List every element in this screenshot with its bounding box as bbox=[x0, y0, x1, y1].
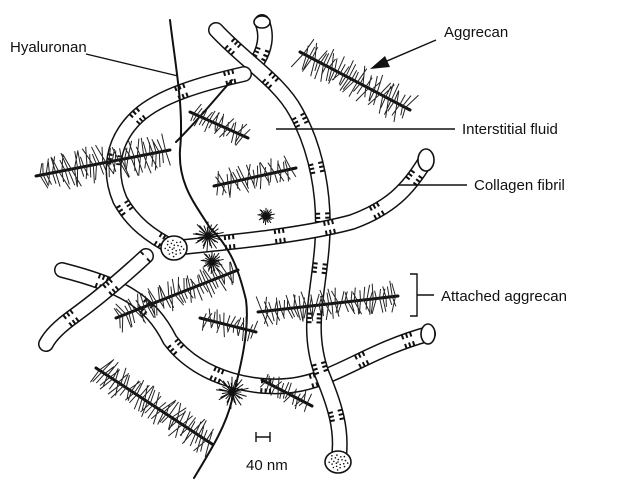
cap-stipple bbox=[331, 458, 333, 460]
arrowhead-aggrecan bbox=[370, 56, 390, 69]
aggrecan-center-upper bbox=[214, 156, 296, 198]
cap-stipple bbox=[337, 469, 339, 471]
scale-bar bbox=[256, 432, 270, 442]
label-interstitial-fluid: Interstitial fluid bbox=[462, 121, 558, 138]
cap-stipple bbox=[338, 459, 340, 461]
cap-stipple bbox=[167, 241, 169, 243]
scale-bar-label: 40 nm bbox=[246, 457, 288, 474]
fibril-end-cap-top bbox=[254, 16, 270, 28]
cap-stipple bbox=[336, 462, 338, 464]
cap-stipple bbox=[171, 243, 173, 245]
node-core bbox=[263, 213, 269, 219]
cap-stipple bbox=[344, 466, 346, 468]
node-upper-right bbox=[258, 208, 275, 225]
node-core bbox=[209, 259, 215, 265]
cap-stipple bbox=[173, 247, 175, 249]
cap-stipple bbox=[175, 250, 177, 252]
cap-stipple bbox=[164, 248, 166, 250]
cap-stipple bbox=[180, 241, 182, 243]
cap-stipple bbox=[173, 256, 175, 258]
cap-stipple bbox=[172, 240, 174, 242]
node-core bbox=[205, 233, 211, 239]
cap-stipple bbox=[337, 461, 339, 463]
cap-stipple bbox=[177, 245, 179, 247]
label-attached-aggrecan: Attached aggrecan bbox=[441, 288, 567, 305]
fibril-left-arc bbox=[114, 74, 244, 248]
cap-stipple bbox=[183, 248, 185, 250]
cap-stipple bbox=[167, 244, 169, 246]
aggrecan-glycosaminoglycan-chains bbox=[90, 359, 213, 457]
cap-stipple bbox=[169, 247, 171, 249]
cap-stipple bbox=[175, 253, 177, 255]
cap-stipple bbox=[181, 246, 183, 248]
fibril-end-cap-right bbox=[418, 149, 434, 171]
cap-stipple bbox=[347, 462, 349, 464]
cap-stipple bbox=[333, 461, 335, 463]
bracket-attached-aggrecan bbox=[410, 274, 434, 316]
cap-stipple bbox=[336, 466, 338, 468]
cap-stipple bbox=[176, 242, 178, 244]
cap-stipple bbox=[335, 457, 337, 459]
aggrecan-core-protein bbox=[214, 168, 296, 186]
aggrecan-attached-right bbox=[256, 281, 398, 327]
aggrecan-left-upper bbox=[36, 134, 170, 190]
label-hyaluronan: Hyaluronan bbox=[10, 39, 87, 56]
aggrecan-core-protein bbox=[190, 112, 248, 138]
cap-stipple bbox=[180, 252, 182, 254]
cap-stipple bbox=[336, 454, 338, 456]
cap-stipple bbox=[328, 462, 330, 464]
cap-stipple bbox=[333, 467, 335, 469]
cap-stipple bbox=[331, 455, 333, 457]
cap-stipple bbox=[344, 456, 346, 458]
label-collagen-fibril: Collagen fibril bbox=[474, 177, 565, 194]
cap-stipple bbox=[331, 463, 333, 465]
fibril-end-cap-lower-right bbox=[421, 324, 435, 344]
aggrecan-free-top-right bbox=[291, 39, 418, 122]
aggrecan-core-protein bbox=[96, 368, 212, 444]
cap-stipple bbox=[343, 463, 345, 465]
cap-stipple bbox=[172, 252, 174, 254]
cap-stipple bbox=[339, 464, 341, 466]
aggrecan-inner-upper bbox=[190, 104, 250, 146]
cap-stipple bbox=[174, 244, 176, 246]
cap-stipple bbox=[339, 467, 341, 469]
cap-stipple bbox=[167, 250, 169, 252]
cap-stipple bbox=[340, 456, 342, 458]
aggrecan-glycosaminoglycan-chains bbox=[291, 39, 418, 122]
cap-stipple bbox=[341, 459, 343, 461]
node-core bbox=[229, 389, 235, 395]
aggrecan-core-protein bbox=[300, 52, 410, 110]
cap-stipple bbox=[345, 460, 347, 462]
aggrecan-center-middle bbox=[200, 309, 258, 342]
label-aggrecan: Aggrecan bbox=[444, 24, 508, 41]
leader-aggrecan bbox=[380, 40, 436, 64]
aggrecan-glycosaminoglycan-chains bbox=[40, 134, 171, 190]
cap-stipple bbox=[172, 249, 174, 251]
aggrecan-lower-left bbox=[90, 359, 213, 457]
cap-stipple bbox=[169, 253, 171, 255]
cap-stipple bbox=[179, 249, 181, 251]
leader-hyaluronan bbox=[86, 54, 178, 76]
